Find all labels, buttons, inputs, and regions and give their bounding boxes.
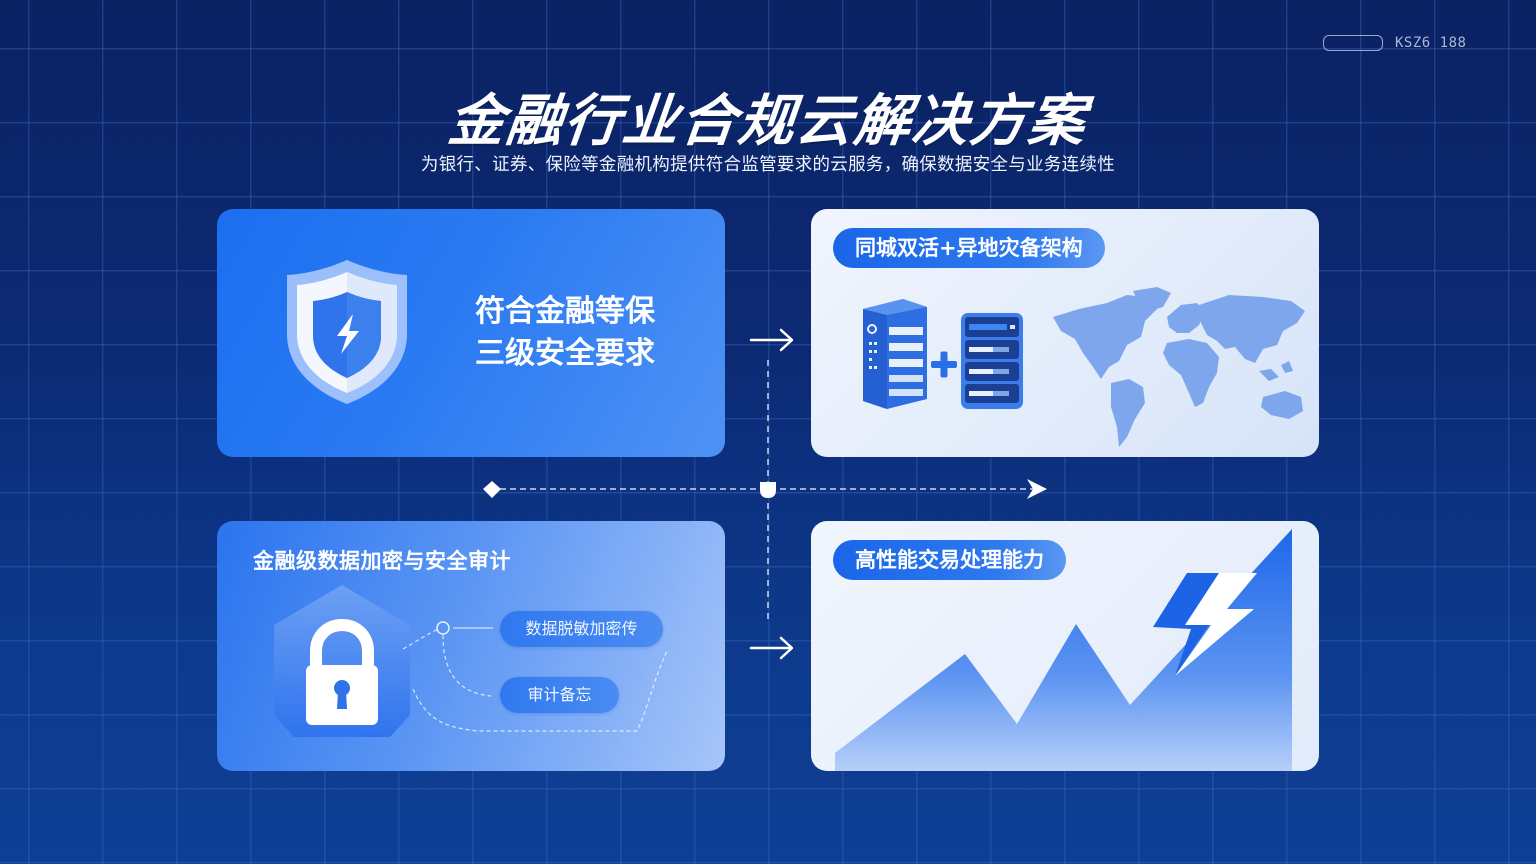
arrow-right-icon	[749, 636, 794, 660]
padlock-icon	[274, 585, 410, 737]
center-node-icon	[760, 482, 776, 498]
card-disaster-recovery[interactable]: 同城双活+异地灾备架构	[811, 209, 1319, 457]
disaster-recovery-title: 同城双活+异地灾备架构	[833, 228, 1105, 268]
card-encryption-audit[interactable]: 金融级数据加密与安全审计 数据脱敏加密传 审计备忘	[217, 521, 725, 771]
page-subtitle: 为银行、证券、保险等金融机构提供符合监管要求的云服务，确保数据安全与业务连续性	[420, 155, 1116, 175]
shield-lightning-icon	[287, 260, 407, 404]
performance-title: 高性能交易处理能力	[833, 540, 1066, 580]
world-map-icon	[1053, 287, 1305, 447]
lightning-bolt-icon	[1153, 573, 1257, 676]
security-level-text: 符合金融等保 三级安全要求	[475, 291, 655, 375]
arrow-head-icon	[1027, 479, 1047, 499]
card-performance[interactable]: 高性能交易处理能力	[811, 521, 1319, 771]
page-title: 金融行业合规云解决方案	[445, 89, 1090, 154]
diamond-node-icon	[483, 481, 501, 498]
encryption-audit-title: 金融级数据加密与安全审计	[253, 549, 511, 573]
rising-chart-icon	[835, 529, 1292, 771]
server-rack-icon	[961, 313, 1023, 409]
security-level-line2: 三级安全要求	[475, 336, 655, 371]
logo-pill-shape	[1323, 35, 1383, 51]
audit-pill: 审计备忘	[500, 677, 619, 713]
logo-text: KSZ6 188	[1395, 35, 1467, 51]
data-encryption-pill: 数据脱敏加密传	[500, 611, 663, 647]
security-level-line1: 符合金融等保	[475, 294, 655, 329]
servers-illustration	[863, 299, 1023, 409]
node-circle-icon	[436, 621, 450, 635]
card-security-level[interactable]: 符合金融等保 三级安全要求	[217, 209, 725, 457]
server-tower-icon	[863, 299, 927, 409]
logo: KSZ6 188	[1323, 35, 1466, 51]
plus-icon	[931, 351, 957, 378]
arrow-right-icon	[749, 328, 794, 352]
